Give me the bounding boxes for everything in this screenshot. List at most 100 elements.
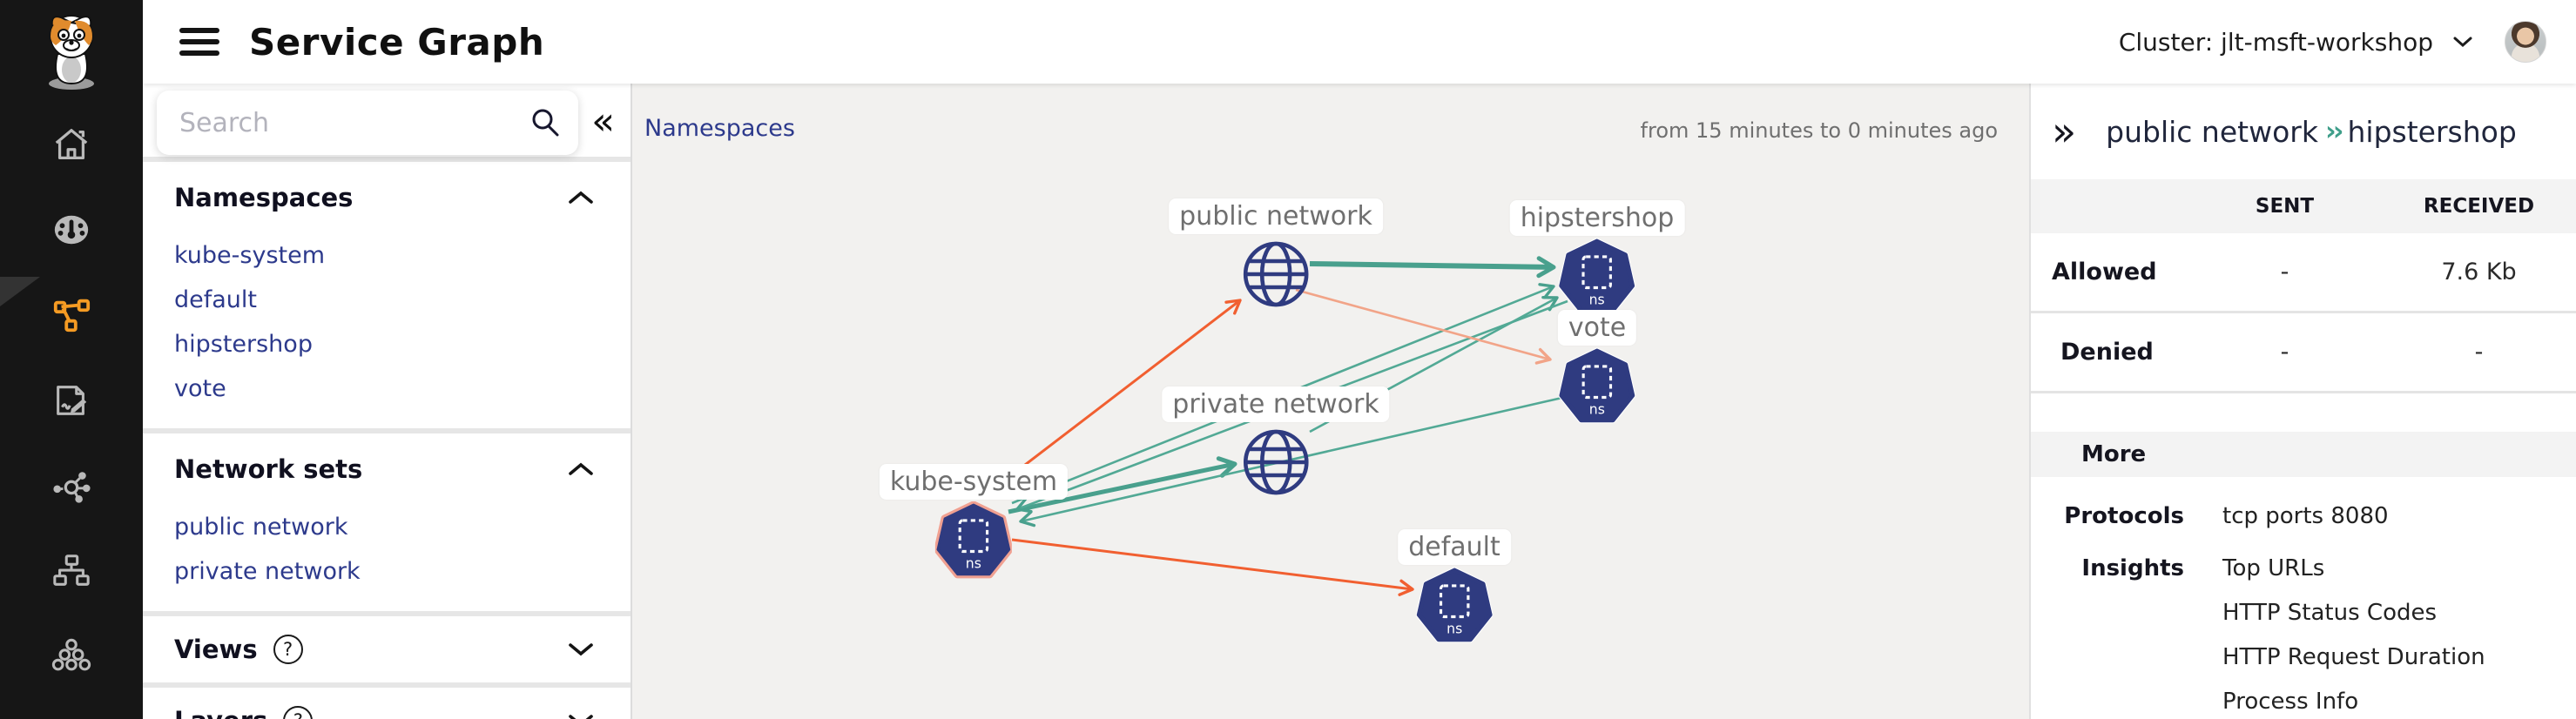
- ns-badge: ns: [1589, 400, 1605, 417]
- section-namespaces: Namespaces kube-system default hipstersh…: [143, 162, 631, 433]
- chevron-up-icon[interactable]: [568, 190, 594, 205]
- help-icon[interactable]: ?: [283, 706, 314, 719]
- page-title: Service Graph: [249, 20, 545, 64]
- row-label: Denied: [2060, 339, 2154, 366]
- edge-pair-title: public network ›› hipstershop: [2106, 115, 2517, 149]
- icon-rail: [0, 0, 143, 719]
- sidebar-item-kube-system[interactable]: kube-system: [174, 242, 326, 269]
- insights-list: Top URLs HTTP Status Codes HTTP Request …: [2184, 555, 2576, 719]
- rail-items: [0, 124, 143, 677]
- section-namespaces-header[interactable]: Namespaces: [143, 176, 631, 219]
- cluster-nodes-icon[interactable]: [51, 635, 92, 677]
- canvas-view-label: Namespaces: [644, 115, 795, 142]
- namespace-hexnode-icon: ns: [1558, 347, 1635, 424]
- time-range-label: from 15 minutes to 0 minutes ago: [1640, 118, 1998, 143]
- top-header: Service Graph Cluster: jlt-msft-workshop: [143, 0, 2576, 84]
- section-layers-header[interactable]: Layers ?: [143, 688, 631, 719]
- user-avatar[interactable]: [2505, 21, 2546, 63]
- cluster-selector-label: Cluster: jlt-msft-workshop: [2118, 27, 2433, 57]
- node-label: public network: [1169, 198, 1383, 234]
- node-private-network[interactable]: private network: [1162, 386, 1390, 499]
- cluster-selector[interactable]: Cluster: jlt-msft-workshop: [2119, 28, 2473, 57]
- left-sidebar: « Namespaces kube-system default hipster…: [143, 84, 632, 719]
- section-network-sets-header[interactable]: Network sets: [143, 447, 631, 491]
- row-label: Allowed: [2052, 259, 2157, 286]
- node-vote[interactable]: vote ns: [1557, 310, 1637, 427]
- insights-label: Insights: [2081, 555, 2184, 581]
- protocols-value: tcp ports 8080: [2222, 503, 2389, 529]
- insight-item[interactable]: Top URLs: [2222, 555, 2325, 581]
- search-input[interactable]: [179, 107, 529, 138]
- allowed-sent-value: -: [2280, 259, 2289, 286]
- namespace-hexnode-icon: ns: [935, 501, 1012, 579]
- node-kube-system[interactable]: kube-system ns: [879, 464, 1069, 581]
- chevron-up-icon[interactable]: [568, 461, 594, 477]
- collapse-panel-icon[interactable]: «: [591, 99, 615, 144]
- table-row-allowed: Allowed - 7.6 Kb: [2031, 233, 2576, 313]
- node-label: vote: [1557, 310, 1637, 346]
- edge-target-label: hipstershop: [2347, 114, 2517, 149]
- insight-item[interactable]: Process Info: [2222, 689, 2359, 715]
- sitemap-icon[interactable]: [51, 550, 92, 592]
- sidebar-item-vote[interactable]: vote: [174, 375, 226, 402]
- graph-canvas[interactable]: Namespaces from 15 minutes to 0 minutes …: [632, 84, 2029, 719]
- double-chevron-separator-icon: ››: [2324, 116, 2343, 147]
- allowed-received-value: 7.6 Kb: [2441, 259, 2517, 286]
- section-network-sets: Network sets public network private netw…: [143, 433, 631, 616]
- insight-item[interactable]: HTTP Status Codes: [2222, 600, 2438, 626]
- help-icon[interactable]: ?: [273, 635, 303, 664]
- sidebar-item-default[interactable]: default: [174, 286, 258, 313]
- node-label: kube-system: [879, 464, 1069, 500]
- ns-badge: ns: [1446, 620, 1462, 636]
- globe-icon: [1243, 241, 1309, 307]
- network-sets-list: public network private network: [143, 505, 631, 594]
- home-icon[interactable]: [51, 124, 92, 165]
- chevron-down-icon[interactable]: [568, 713, 594, 719]
- chevron-down-icon[interactable]: [568, 642, 594, 657]
- insight-item[interactable]: HTTP Request Duration: [2222, 644, 2485, 670]
- hamburger-menu-icon[interactable]: [179, 28, 219, 56]
- document-edit-icon[interactable]: [51, 380, 92, 421]
- chevron-down-icon: [2453, 37, 2472, 48]
- section-views-header[interactable]: Views ?: [143, 616, 631, 688]
- details-panel: » public network ›› hipstershop SENT REC…: [2029, 84, 2576, 719]
- node-hipstershop[interactable]: hipstershop ns: [1509, 200, 1685, 318]
- edge-source-label: public network: [2106, 114, 2318, 149]
- denied-received-value: -: [2474, 339, 2484, 366]
- namespaces-list: kube-system default hipstershop vote: [143, 233, 631, 411]
- search-icon[interactable]: [529, 107, 561, 138]
- sidebar-item-public-network[interactable]: public network: [174, 514, 348, 541]
- namespace-hexnode-icon: ns: [1559, 238, 1635, 314]
- protocols-row: Protocols tcp ports 8080: [2031, 503, 2576, 529]
- sidebar-item-private-network[interactable]: private network: [174, 558, 361, 585]
- node-public-network[interactable]: public network: [1169, 198, 1383, 311]
- ns-badge: ns: [966, 554, 981, 571]
- section-title: Namespaces: [174, 183, 354, 212]
- protocols-label: Protocols: [2064, 503, 2184, 529]
- gauge-icon[interactable]: [51, 209, 92, 251]
- active-item-notch: [0, 277, 40, 306]
- column-sent: SENT: [2255, 195, 2315, 218]
- double-chevron-right-icon[interactable]: »: [2052, 108, 2077, 155]
- search-box: [157, 91, 578, 155]
- node-default[interactable]: default ns: [1398, 529, 1511, 647]
- otter-mascot-logo[interactable]: [16, 7, 127, 91]
- details-header: » public network ›› hipstershop: [2031, 84, 2576, 179]
- denied-sent-value: -: [2280, 339, 2289, 366]
- globe-icon: [1243, 429, 1309, 495]
- molecule-icon[interactable]: [51, 465, 92, 507]
- search-row: «: [143, 84, 631, 162]
- more-section-header: More: [2031, 432, 2576, 477]
- section-title: Layers: [174, 706, 267, 719]
- more-label: More: [2081, 441, 2147, 467]
- network-graph-icon[interactable]: [51, 294, 92, 336]
- header-right: Cluster: jlt-msft-workshop: [2119, 21, 2546, 63]
- node-label: default: [1398, 529, 1511, 565]
- ns-badge: ns: [1589, 291, 1605, 307]
- node-label: hipstershop: [1509, 200, 1685, 236]
- column-received: RECEIVED: [2423, 195, 2535, 218]
- insights-row: Insights Top URLs HTTP Status Codes HTTP…: [2031, 555, 2576, 719]
- sidebar-item-hipstershop[interactable]: hipstershop: [174, 331, 313, 358]
- namespace-hexnode-icon: ns: [1416, 567, 1493, 643]
